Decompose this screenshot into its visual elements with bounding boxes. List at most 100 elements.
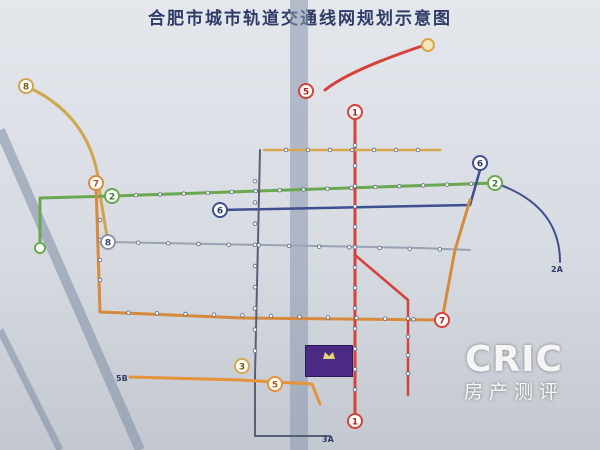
badge-label: 7 <box>439 317 445 327</box>
station-dot <box>349 147 355 153</box>
station-dot <box>252 242 258 247</box>
station-dot <box>352 265 358 270</box>
station-dot <box>283 147 289 153</box>
station-dot <box>347 245 352 250</box>
badge-label: 6 <box>217 207 223 217</box>
station-dot <box>252 178 258 184</box>
badge-ring <box>347 104 363 120</box>
station-dot <box>411 317 416 322</box>
station-dot <box>181 191 186 196</box>
station-dot <box>126 310 131 315</box>
station-dot <box>301 187 306 192</box>
station-dot <box>252 306 258 311</box>
station-dot <box>297 314 302 319</box>
badge-line-8-west: 8 <box>100 234 116 250</box>
station-dot <box>154 311 160 316</box>
station-dot <box>305 147 311 153</box>
station-dot <box>252 348 258 353</box>
station-dot <box>468 181 474 186</box>
station-dot <box>253 188 258 194</box>
station-dot <box>354 315 359 321</box>
stations <box>97 143 474 392</box>
badge-line-6-east: 6 <box>472 155 488 171</box>
badge-label: 2 <box>109 193 115 203</box>
station-dot <box>352 387 358 392</box>
watermark-brand: CRIC <box>465 339 563 380</box>
station-dot <box>405 371 411 376</box>
badge-label: 5 <box>303 88 309 98</box>
station-dot <box>352 163 358 168</box>
station-dot <box>229 189 234 195</box>
station-dot <box>421 183 426 188</box>
station-dot <box>183 311 188 317</box>
station-dot <box>97 257 103 263</box>
station-dot <box>373 184 378 190</box>
badge-ring <box>487 175 503 191</box>
developer-logo <box>305 345 353 377</box>
station-dot <box>415 147 421 153</box>
badge-ring <box>434 312 450 328</box>
station-dot <box>352 326 358 331</box>
station-dot <box>157 192 163 197</box>
station-dot <box>405 353 411 358</box>
line-7-route <box>94 182 472 322</box>
station-dot <box>256 243 261 248</box>
station-dot <box>444 182 450 187</box>
badge-ring <box>421 38 435 52</box>
line-1-branch <box>353 253 410 397</box>
badge-label: 3 <box>239 363 245 373</box>
badge-line-8-north: 8 <box>18 78 34 94</box>
terminal-labels: 2A 3A 5B <box>116 265 564 444</box>
station-dot <box>252 221 258 226</box>
station-dot <box>437 247 442 252</box>
station-dot <box>211 312 217 317</box>
station-dot <box>135 240 141 245</box>
station-dot <box>349 185 354 191</box>
badge-line-7-east: 7 <box>434 312 450 328</box>
badge-ring <box>18 78 34 94</box>
line-8-route-east <box>107 241 471 251</box>
station-dot <box>97 277 103 283</box>
station-dot <box>97 217 103 223</box>
station-dot <box>240 313 245 318</box>
station-dot <box>371 147 377 153</box>
terminal-3a: 3A <box>322 435 335 444</box>
station-dot <box>352 204 358 209</box>
station-dot <box>352 346 358 352</box>
badge-line-2-east: 2 <box>487 175 503 191</box>
badge-label: 8 <box>105 239 111 249</box>
station-dot <box>252 285 258 290</box>
pole-center <box>290 0 308 450</box>
station-dot <box>405 334 411 339</box>
station-dot <box>352 306 358 311</box>
badge-ring <box>34 242 46 254</box>
badge-label: 7 <box>93 180 99 190</box>
pole-left-2 <box>0 328 64 450</box>
station-dot <box>226 242 231 247</box>
badge-ring <box>88 175 104 191</box>
station-dot <box>196 241 201 247</box>
terminal-2a: 2A <box>551 265 564 274</box>
station-dot <box>397 184 402 189</box>
developer-logo-icon <box>323 352 335 359</box>
badge-line-7-west: 7 <box>88 175 104 191</box>
station-dot <box>133 192 139 198</box>
station-dot <box>352 143 358 148</box>
badge-line-5-south: 5 <box>267 376 283 392</box>
badge-label: 1 <box>352 418 358 428</box>
station-dot <box>382 316 388 321</box>
station-dot <box>327 147 333 153</box>
line-badges: 8 7 2 8 6 6 2 1 <box>18 38 503 429</box>
station-dot <box>277 188 282 193</box>
station-dot <box>252 263 258 269</box>
station-dot <box>268 313 274 319</box>
station-dot <box>393 147 399 153</box>
station-dot <box>286 243 292 249</box>
badge-ring <box>472 155 488 171</box>
station-dot <box>352 367 358 372</box>
station-dot <box>352 224 358 229</box>
badge-line-1-north: 1 <box>347 104 363 120</box>
badge-ring <box>212 202 228 218</box>
station-dot <box>166 241 171 246</box>
